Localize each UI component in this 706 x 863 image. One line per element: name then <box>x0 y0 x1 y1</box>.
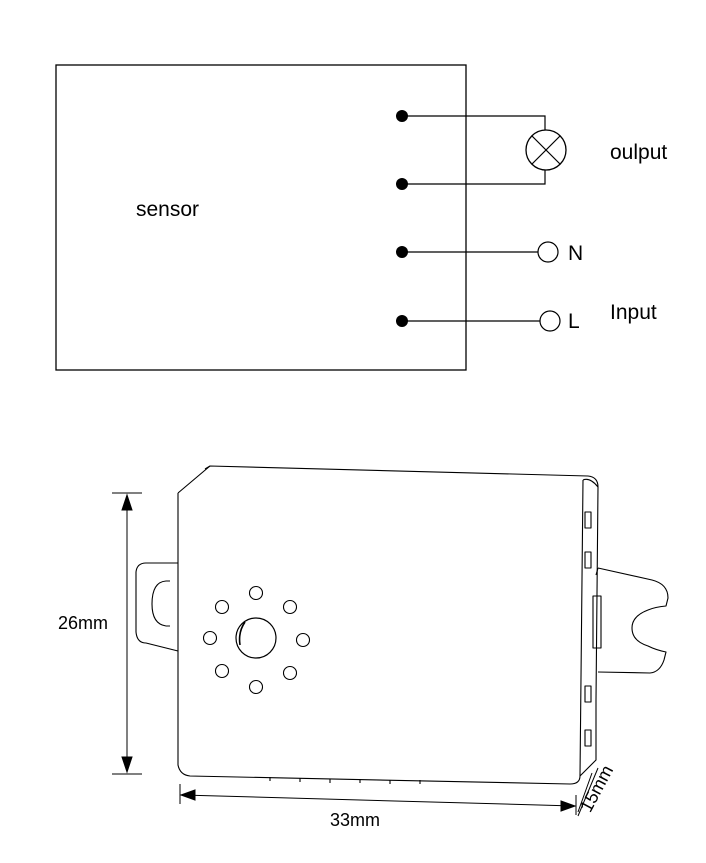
line-terminal <box>539 310 561 332</box>
left-mounting-tab <box>135 562 179 652</box>
device-top-face <box>177 465 599 701</box>
width-dimension <box>179 784 577 815</box>
output-wire-top <box>402 115 546 130</box>
device-drawing <box>135 465 669 785</box>
line-label: L <box>568 310 580 333</box>
lamp-icon <box>525 129 567 171</box>
left-tab-slot <box>151 580 167 627</box>
sensor-label: sensor <box>136 198 200 221</box>
depth-dimension <box>577 767 599 817</box>
led-holes <box>202 585 311 695</box>
neutral-label: N <box>568 242 584 265</box>
height-dimension <box>112 492 142 775</box>
neutral-terminal <box>537 241 559 263</box>
input-label: Input <box>610 301 657 324</box>
output-wire-bottom <box>402 169 546 185</box>
sensor-box <box>55 64 467 371</box>
sensor-lens <box>235 617 277 659</box>
height-label: 26mm <box>58 613 109 633</box>
width-label: 33mm <box>330 810 381 830</box>
device-body <box>177 479 584 785</box>
output-label: oulput <box>610 141 668 164</box>
right-mounting-tab <box>597 567 669 674</box>
